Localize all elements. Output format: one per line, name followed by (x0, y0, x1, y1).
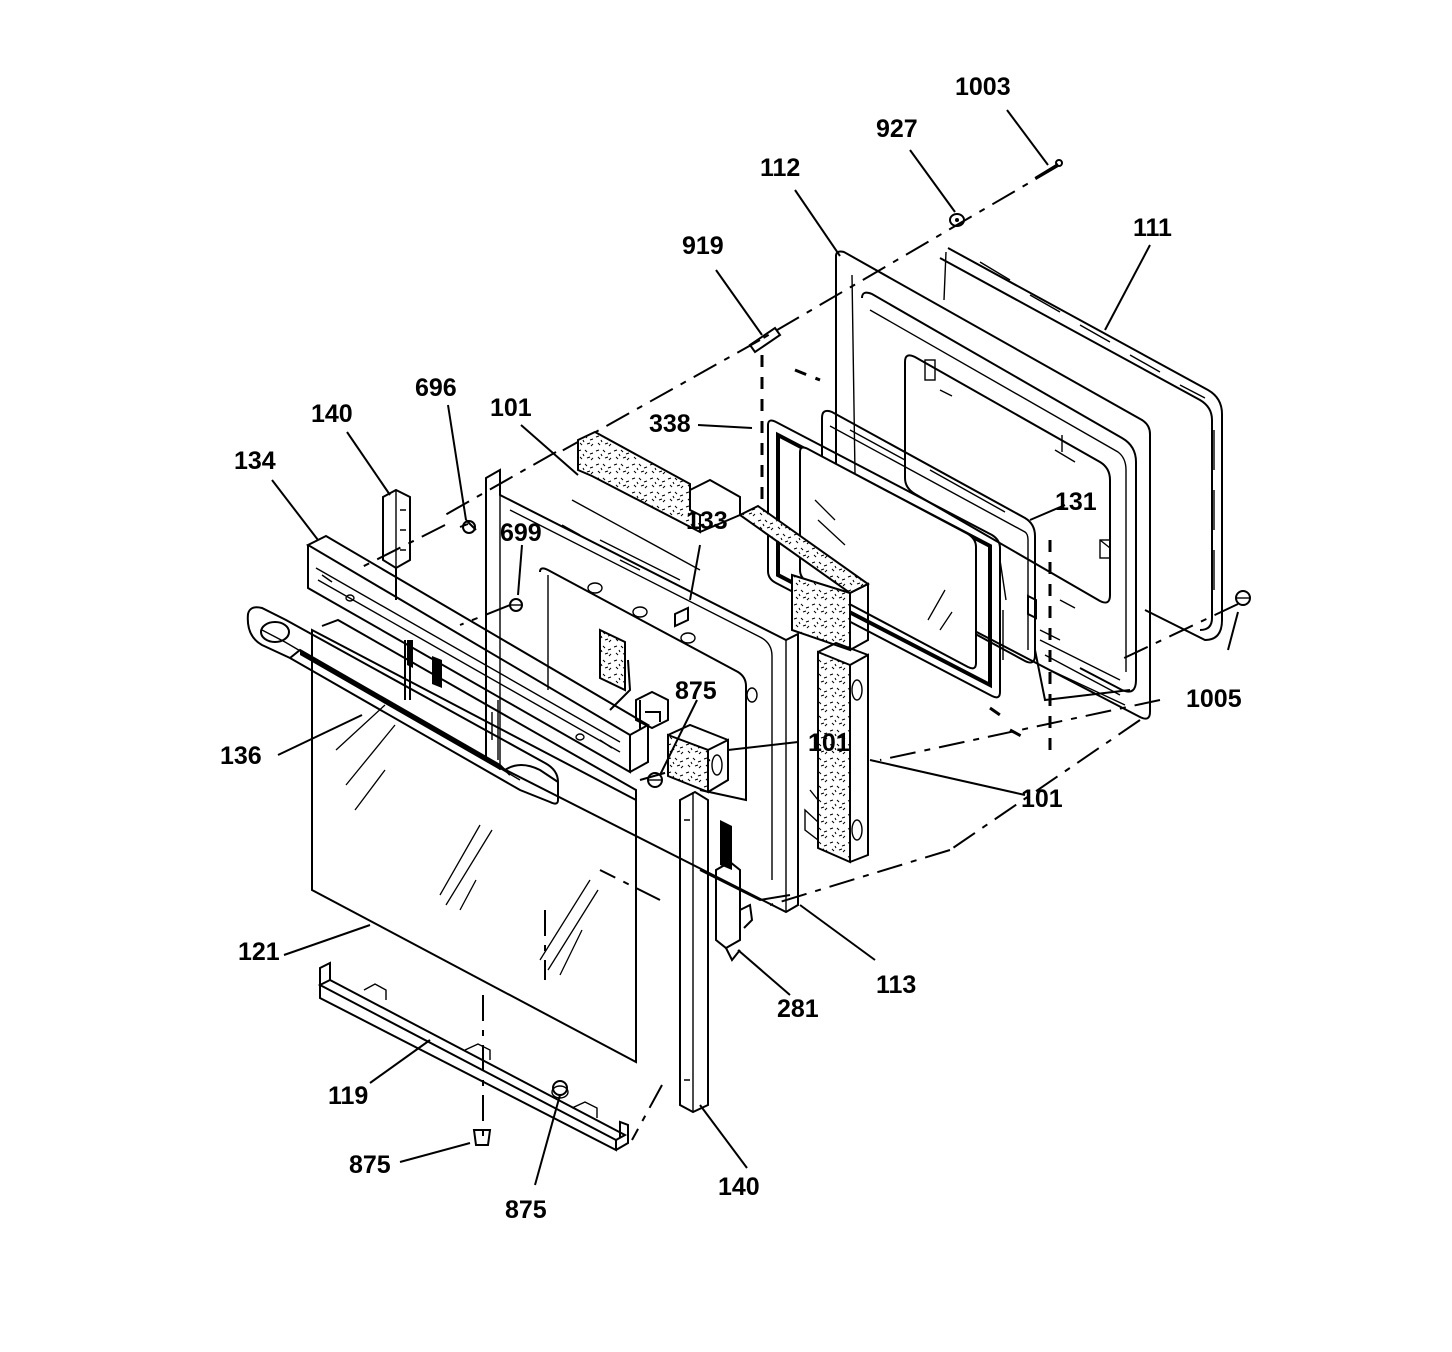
part-label-140-right: 140 (718, 1173, 760, 1201)
door-liner-112 (835, 250, 1151, 720)
insulation-block-101 (667, 723, 729, 794)
door-frame-113 (485, 468, 799, 914)
part-label-133: 133 (686, 507, 728, 535)
part-label-111: 111 (1133, 214, 1172, 242)
part-label-140-left: 140 (311, 400, 353, 428)
part-label-113: 113 (876, 971, 916, 999)
part-label-699: 699 (500, 519, 542, 547)
bottom-trim-119 (317, 961, 629, 1152)
insulation-131 (821, 409, 1131, 706)
part-label-121: 121 (238, 938, 280, 966)
part-label-919: 919 (682, 232, 724, 260)
part-labels: 1003 927 112 111 919 338 696 101 140 134… (220, 73, 1242, 1224)
vertical-guide-dashes (760, 355, 1052, 750)
hinge-281 (715, 820, 754, 962)
handle-136 (246, 606, 559, 805)
part-label-927: 927 (876, 115, 918, 143)
part-label-131: 131 (1055, 488, 1097, 516)
side-trim-right-140 (679, 790, 709, 1114)
part-label-281: 281 (777, 995, 819, 1023)
leader-lines (271, 109, 1239, 1186)
side-trim-left-140 (382, 488, 411, 700)
part-label-119: 119 (328, 1082, 368, 1110)
part-label-101-right: 101 (1021, 785, 1063, 813)
insulation-top-101 (577, 430, 870, 652)
door-gasket-111 (939, 247, 1223, 642)
part-label-1003: 1003 (955, 73, 1011, 101)
part-label-875-top: 875 (675, 677, 717, 705)
part-label-1005: 1005 (1186, 685, 1242, 713)
part-label-875-bottom: 875 (505, 1196, 547, 1224)
part-label-136: 136 (220, 742, 262, 770)
insulation-side-101 (804, 641, 869, 864)
part-label-112: 112 (760, 154, 800, 182)
part-label-696: 696 (415, 374, 457, 402)
part-label-134: 134 (234, 447, 276, 475)
part-label-875-left: 875 (349, 1151, 391, 1179)
outer-glass-121 (311, 618, 637, 1064)
part-label-101-top: 101 (490, 394, 532, 422)
part-label-101-side: 101 (808, 729, 850, 757)
hardware (459, 159, 1251, 1146)
part-label-338: 338 (649, 410, 691, 438)
